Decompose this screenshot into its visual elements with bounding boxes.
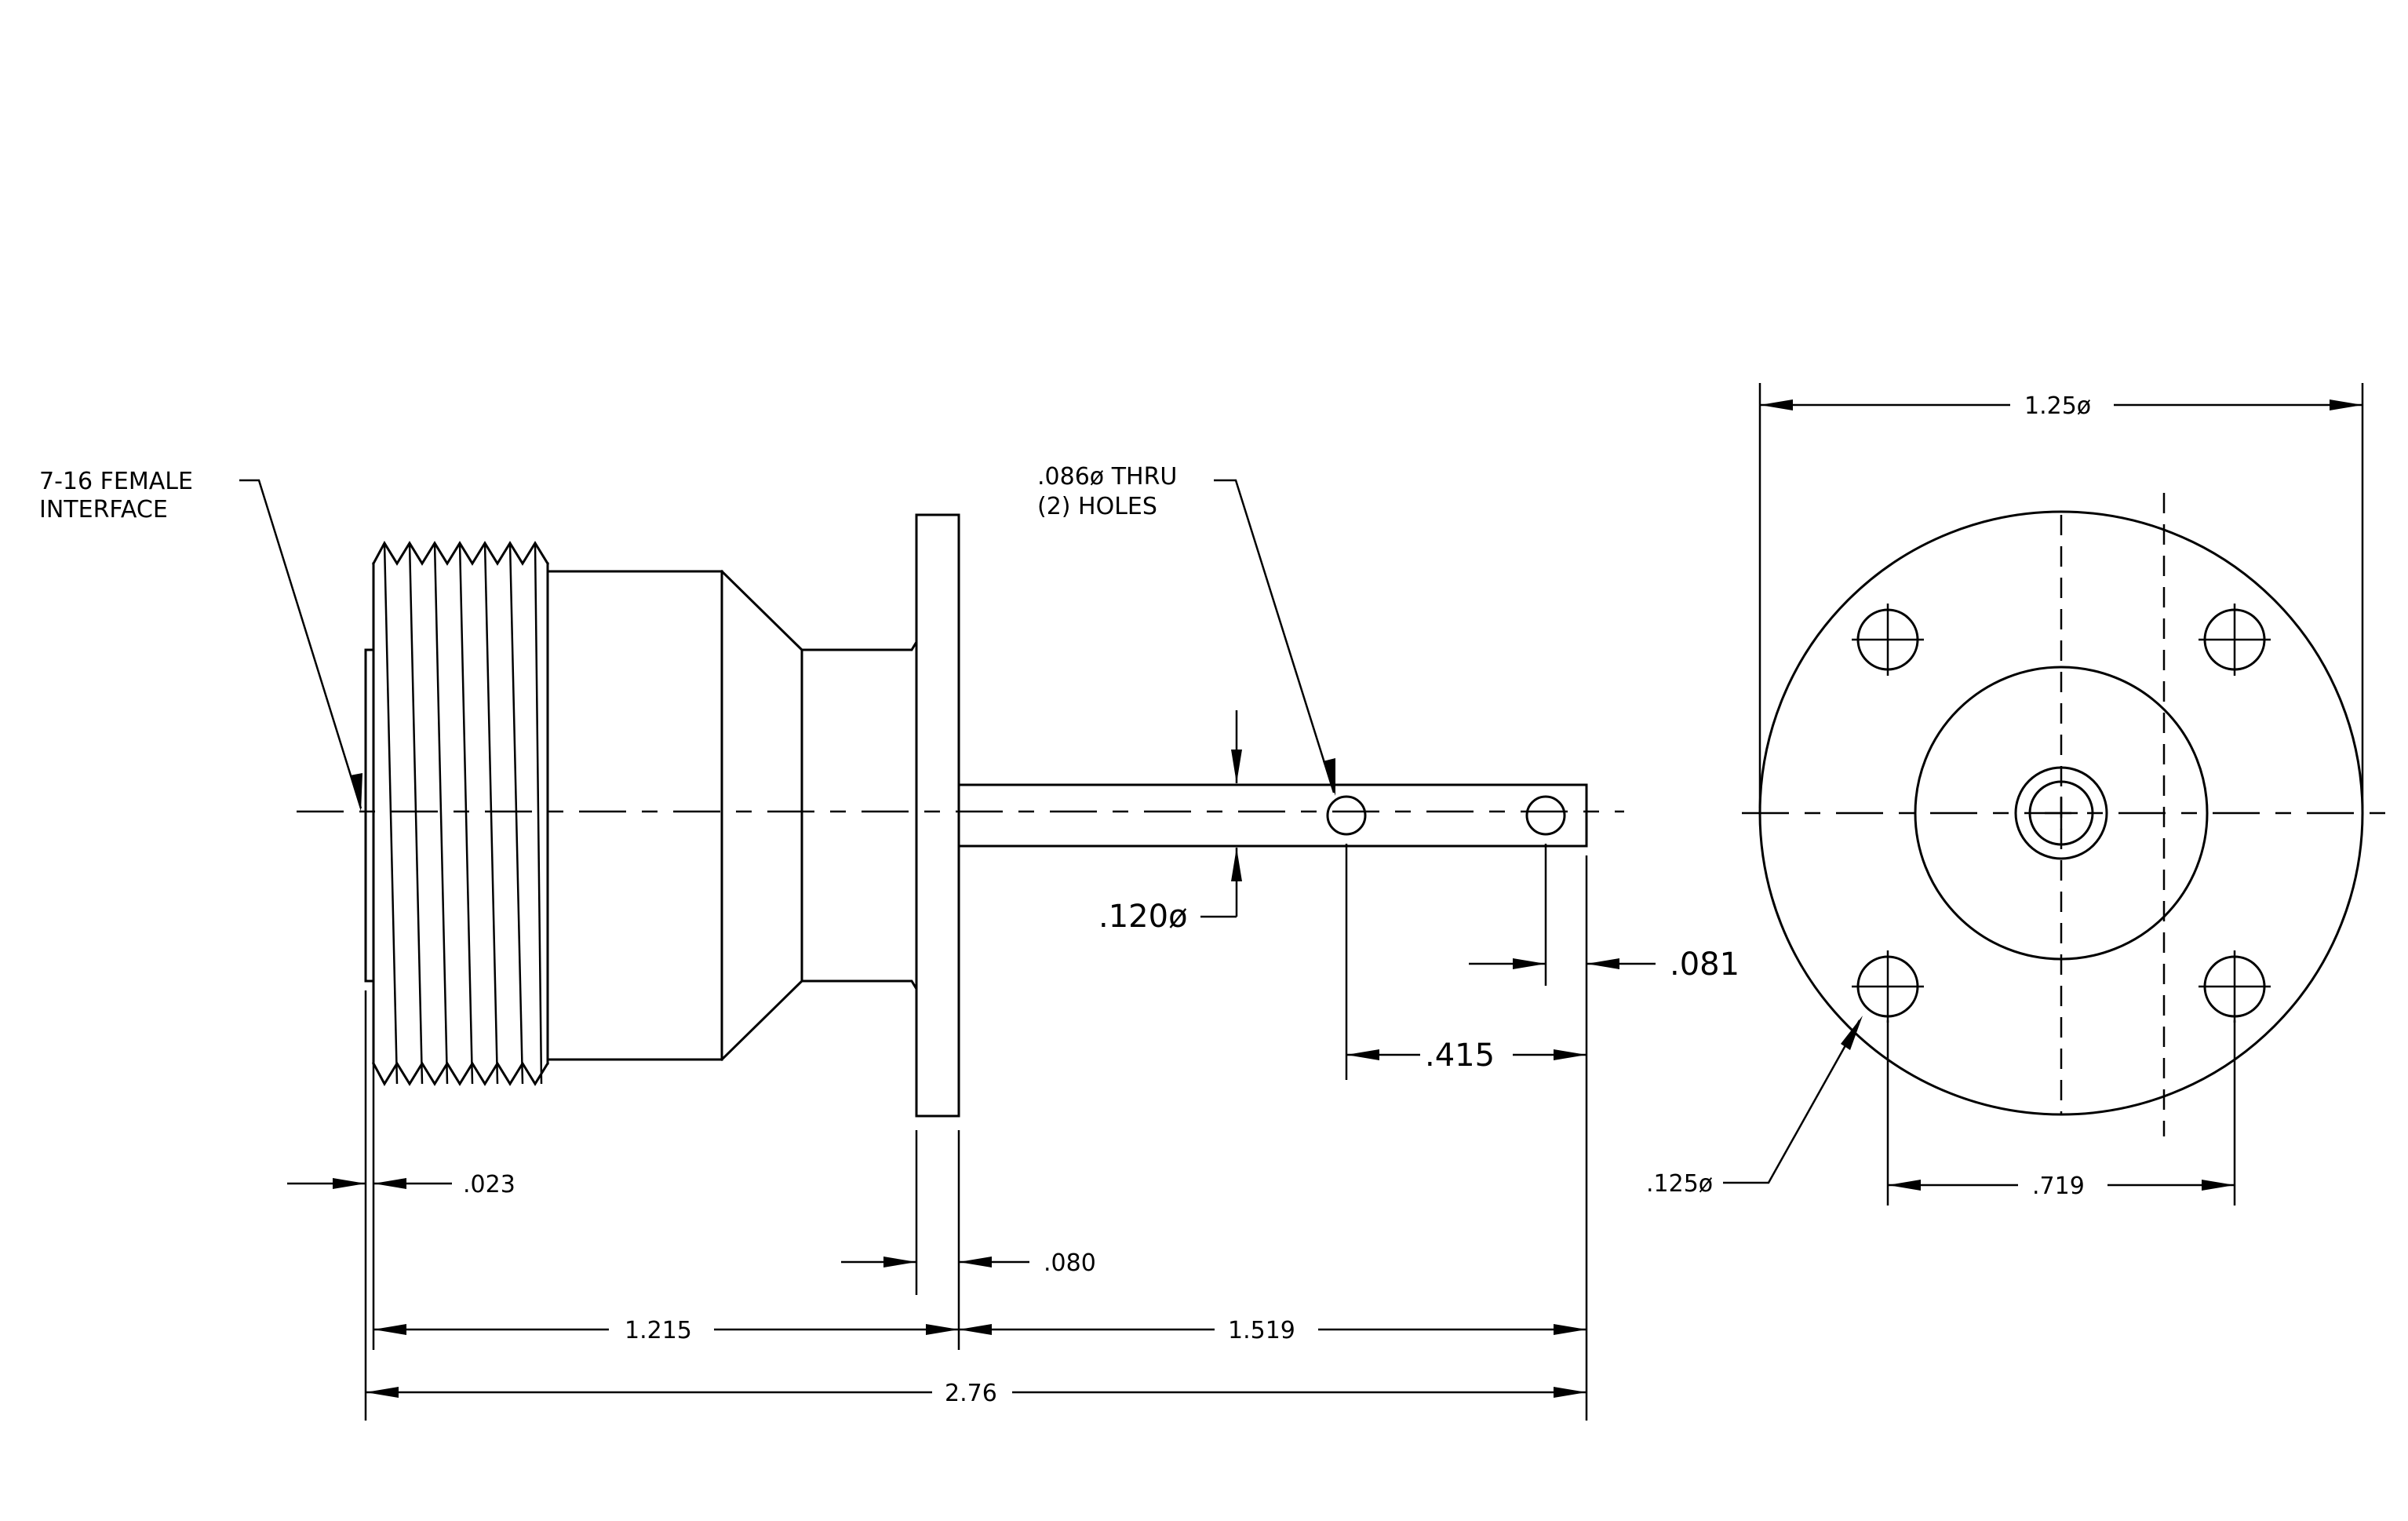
bolt-hole-tl	[1852, 604, 1924, 676]
holes-callout: .086ø THRU (2) HOLES	[1037, 463, 1335, 796]
dim-hole-edge-label: .081	[1670, 947, 1740, 983]
body-outline	[1914, 666, 2209, 961]
dim-flange-diameter-label: 1.25ø	[2024, 392, 2091, 420]
holes-label-line1: .086ø THRU	[1037, 463, 1177, 491]
side-view	[297, 513, 1624, 1118]
end-view	[1742, 493, 2385, 1136]
interface-label-line2: INTERFACE	[39, 496, 168, 523]
dim-pin-length-label: 1.519	[1228, 1317, 1295, 1344]
taper	[719, 569, 803, 1062]
contact-outer	[2014, 766, 2108, 860]
holes-label-line2: (2) HOLES	[1037, 493, 1157, 520]
dim-overall-label: 2.76	[945, 1380, 997, 1407]
pin-hole-2	[1525, 795, 1566, 836]
bolt-hole-tr	[2199, 604, 2271, 676]
pin-hole-1	[1326, 795, 1367, 836]
dim-bolt-hole-label: .125ø	[1646, 1170, 1713, 1198]
dim-bolt-spacing: .719	[1888, 1173, 2235, 1200]
main-body	[546, 570, 723, 1061]
dim-bolt-spacing-label: .719	[2032, 1173, 2085, 1200]
bolt-hole-br	[2199, 950, 2271, 1023]
dim-hole-spacing-label: .415	[1425, 1038, 1495, 1074]
bolt-hole-bl	[1852, 950, 1924, 1023]
threaded-coupling	[371, 540, 550, 1087]
dim-flange-diameter: 1.25ø	[1760, 392, 2362, 420]
dim-lip: .023	[287, 1171, 515, 1198]
front-lip	[364, 648, 375, 983]
dim-body: 1.215	[373, 1317, 959, 1344]
dim-flange-label: .080	[1044, 1249, 1096, 1277]
extension-lines	[364, 383, 2364, 1421]
neck	[800, 637, 918, 994]
flange-outline	[1758, 510, 2364, 1116]
dim-overall: 2.76	[366, 1380, 1587, 1407]
dim-bolt-hole: .125ø	[1646, 1016, 1863, 1198]
interface-callout: 7-16 FEMALE INTERFACE	[39, 468, 362, 812]
dim-pin-length: 1.519	[959, 1317, 1587, 1344]
dim-pin-diameter-label: .120ø	[1098, 899, 1188, 935]
dim-hole-edge: .081	[1469, 947, 1740, 983]
interface-label-line1: 7-16 FEMALE	[39, 468, 193, 495]
contact-inner	[2028, 780, 2094, 846]
dim-body-label: 1.215	[625, 1317, 692, 1344]
dim-flange: .080	[841, 1249, 1096, 1277]
flange	[915, 513, 960, 1118]
pin-tab	[957, 783, 1588, 848]
dim-hole-spacing: .415	[1346, 1038, 1587, 1074]
dim-pin-diameter: .120ø	[1098, 710, 1242, 935]
dim-lip-label: .023	[463, 1171, 515, 1198]
